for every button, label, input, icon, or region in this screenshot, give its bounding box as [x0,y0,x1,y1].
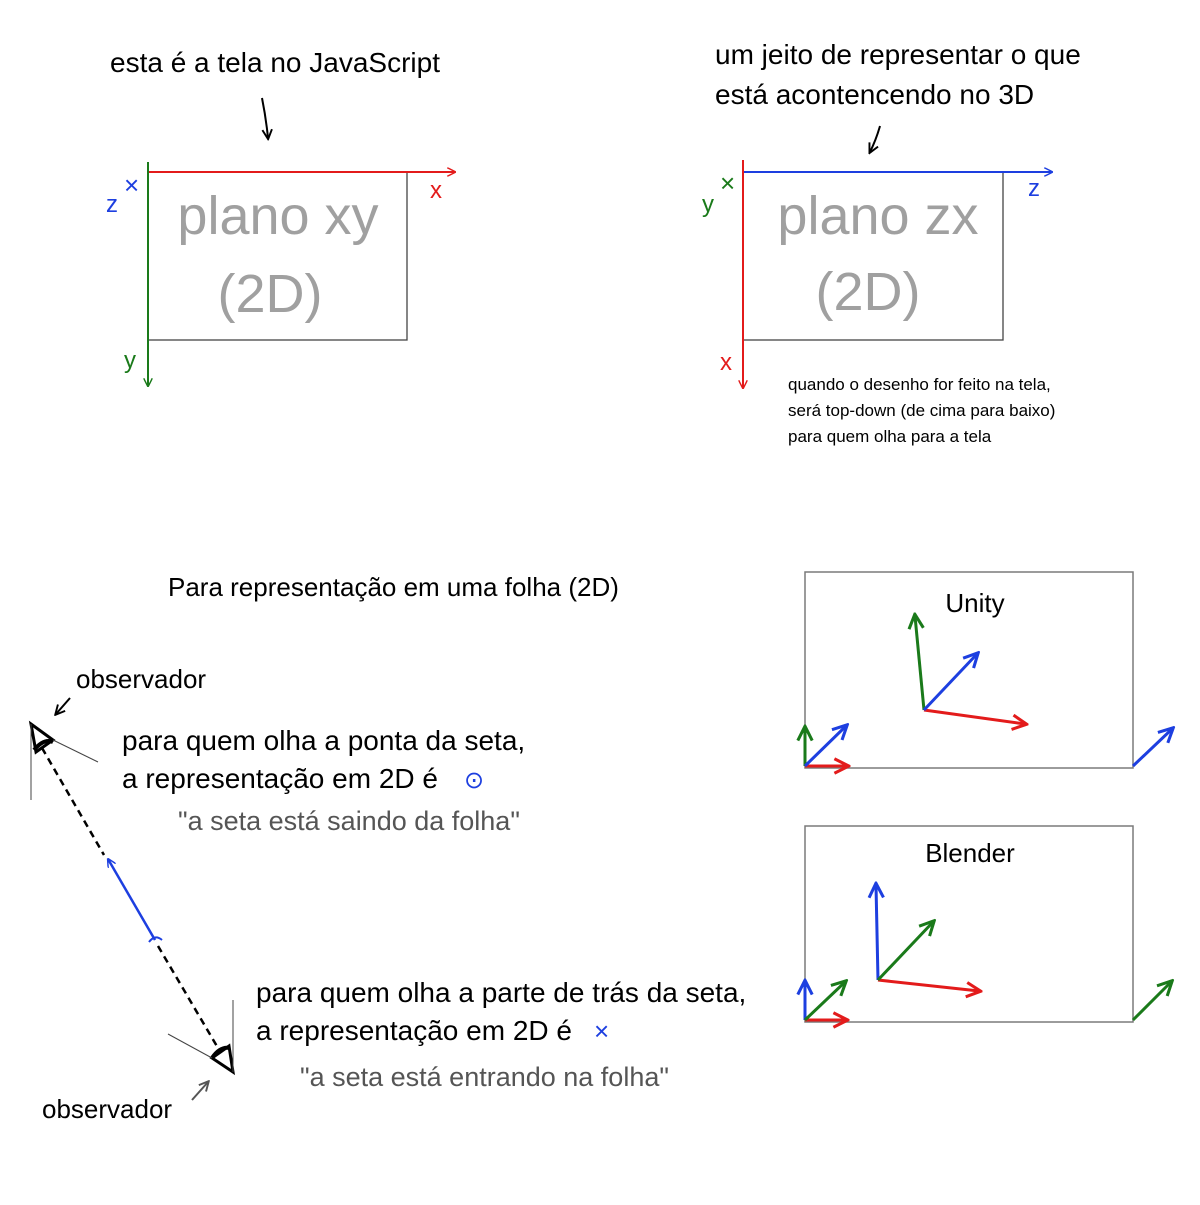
z-axis-label: z [106,191,118,218]
z-axis-label: z [1028,175,1040,202]
z-into-screen-symbol: × [124,170,139,200]
y-axis-arrow [803,982,845,1022]
pointer-arrow [870,125,881,152]
blender-panel: Blender [804,825,1171,1023]
plane-zx-label: plano zx [777,186,978,246]
eye-icon [167,1000,236,1076]
x-axis-label: x [430,177,442,204]
y-axis-arrow [915,616,926,711]
sheet-panel: Para representação em uma folha (2D) obs… [28,572,746,1124]
representation-3d-panel: um jeito de representar o que está acont… [702,39,1081,446]
observer-top-label: observador [76,664,206,694]
arrow-tail-fletching [148,936,163,943]
unity-axes-gizmo [915,616,1025,724]
front-line1: para quem olha a ponta da seta, [122,725,525,756]
unity-frame [804,571,1134,769]
plane-xy-label: plano xy [177,186,378,246]
eye-icon [28,720,99,800]
z-axis-arrow [803,726,846,768]
unity-corner-gizmo [805,726,847,766]
blender-label: Blender [925,838,1015,868]
plane-2d-label: (2D) [218,264,323,324]
note-line1: quando o desenho for feito na tela, [788,375,1051,394]
unity-panel: Unity [804,571,1172,769]
blender-corner-gizmo [805,982,846,1020]
plane-2d-label: (2D) [816,262,921,322]
y-into-screen-symbol: × [720,168,735,198]
js-screen-panel: esta é a tela no JavaScript plano xy (2D… [106,47,455,386]
x-axis-label: x [720,349,732,376]
unity-label: Unity [945,588,1004,618]
x-axis-arrow [923,708,1025,724]
observer-bottom-label: observador [42,1094,172,1124]
blender-axes-gizmo [876,885,979,991]
front-line2: a representação em 2D é [122,763,438,794]
blender-frame [804,825,1134,1023]
z-axis-arrow-outside [1131,729,1172,768]
into-page-symbol: × [594,1016,609,1046]
y-axis-arrow-outside [1131,982,1171,1022]
js-screen-title: esta é a tela no JavaScript [110,47,440,78]
pointer-arrow [261,97,268,138]
front-quote: "a seta está saindo da folha" [178,806,520,836]
pointer-arrow [56,697,71,714]
x-axis-arrow [877,978,979,991]
y-axis-label: y [702,191,714,218]
line-of-sight-top [40,747,106,856]
y-axis-arrow [876,922,933,982]
z-axis-arrow [922,654,977,712]
repr-title-line1: um jeito de representar o que [715,39,1081,70]
y-axis-label: y [124,347,136,374]
note-line3: para quem olha para a tela [788,427,992,446]
z-axis-arrow [876,885,878,981]
sheet-title: Para representação em uma folha (2D) [168,572,619,602]
line-of-sight-bottom [156,945,220,1049]
repr-title-line2: está acontencendo no 3D [715,79,1034,110]
back-quote: "a seta está entrando na folha" [300,1062,669,1092]
blue-arrow [108,859,157,941]
note-line2: será top-down (de cima para baixo) [788,401,1055,420]
back-line1: para quem olha a parte de trás da seta, [256,977,746,1008]
back-line2: a representação em 2D é [256,1015,572,1046]
pointer-arrow [191,1082,208,1101]
out-of-page-symbol: ⊙ [464,767,484,794]
